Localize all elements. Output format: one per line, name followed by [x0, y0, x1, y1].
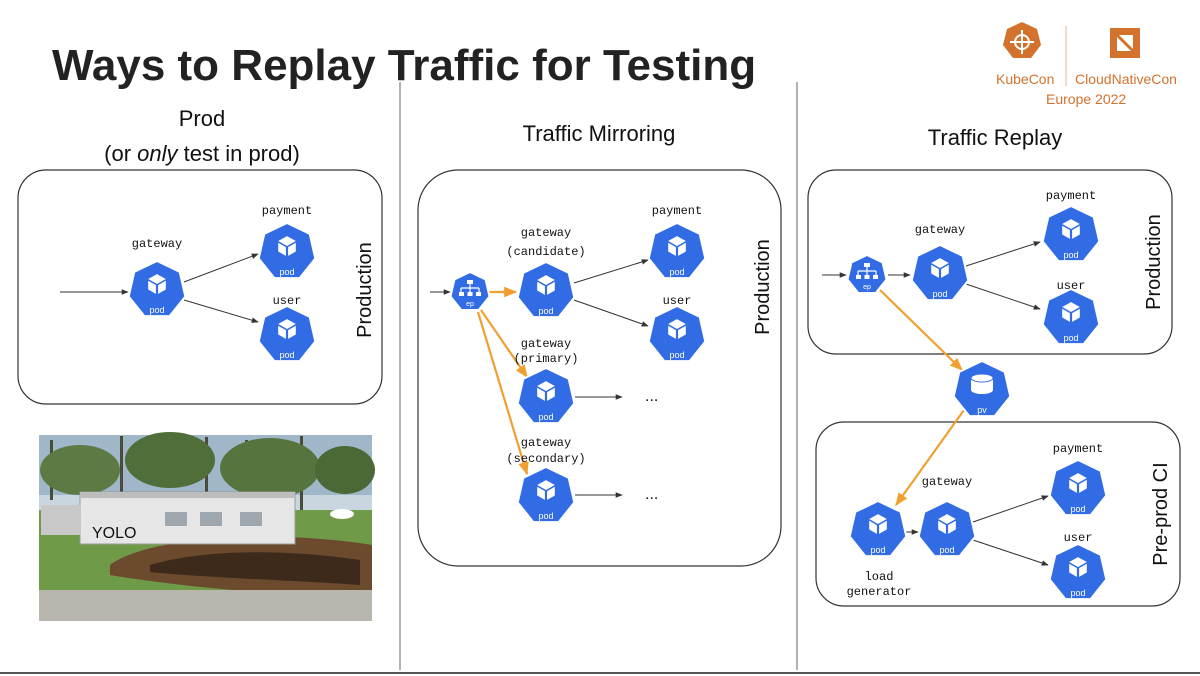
replay-gateway-label: gateway — [915, 223, 965, 237]
replay-loadgen-label-1: load — [865, 570, 894, 584]
disk-icon — [970, 373, 994, 394]
pod-icon: pod — [257, 304, 317, 363]
pod-icon: pod — [848, 499, 908, 558]
mirror-primary-label-1: gateway — [521, 337, 571, 351]
mirror-candidate-label-2: (candidate) — [506, 245, 585, 259]
replay-ci-user-label: user — [1064, 531, 1093, 545]
prod-gateway-label: gateway — [132, 237, 182, 251]
svg-text:pod: pod — [1063, 333, 1078, 343]
replay-gateway-to-user-arrow — [965, 283, 1041, 310]
svg-text:pod: pod — [279, 350, 294, 360]
replay-preprod-label: Pre-prod CI — [1150, 462, 1172, 565]
mirroring-production-box — [417, 169, 782, 567]
svg-text:pod: pod — [1070, 504, 1085, 514]
mirroring-production-label: Production — [752, 239, 774, 335]
replay-ci-gateway-label: gateway — [922, 475, 972, 489]
pod-icon: pod — [516, 260, 576, 319]
event-name: Europe 2022 — [1046, 91, 1126, 107]
svg-text:pod: pod — [669, 267, 684, 277]
mirror-payment-label: payment — [652, 204, 702, 218]
replay-loadgen-label-2: generator — [847, 585, 912, 599]
replay-pv-to-loadgen-arrow — [895, 409, 965, 507]
kubecon-text: KubeCon — [996, 71, 1054, 87]
yolo-photo: YOLO — [39, 432, 375, 621]
mirror-secondary-label-2: (secondary) — [506, 452, 585, 466]
prod-production-label: Production — [354, 242, 376, 338]
pod-icon: pod — [1048, 458, 1108, 517]
pod-icon: pod — [257, 221, 317, 280]
pod-icon: pod — [127, 259, 187, 318]
prod-heading-line2: (or only test in prod) — [104, 141, 300, 166]
ep-icon: ep — [449, 270, 491, 311]
replay-user-label: user — [1057, 279, 1086, 293]
mirror-candidate-label-1: gateway — [521, 226, 571, 240]
pod-icon: pod — [1048, 542, 1108, 601]
svg-text:pv: pv — [977, 405, 987, 415]
prod-gateway-to-payment-arrow — [183, 253, 259, 283]
cloudnativecon-text: CloudNativeCon — [1075, 71, 1177, 87]
prod-gateway-to-user-arrow — [183, 299, 259, 323]
pod-icon: pod — [516, 465, 576, 524]
svg-text:pod: pod — [939, 545, 954, 555]
ep-icon: ep — [846, 253, 888, 294]
kubecon-logo: KubeCon — [996, 22, 1054, 87]
svg-text:pod: pod — [279, 267, 294, 277]
svg-text:pod: pod — [149, 305, 164, 315]
slide-title: Ways to Replay Traffic for Testing — [52, 41, 756, 90]
replay-preprod-box — [815, 421, 1181, 607]
mirror-ep-to-primary-arrow — [480, 309, 528, 379]
mirror-secondary-label-1: gateway — [521, 436, 571, 450]
kubecon-helm-icon — [1003, 22, 1041, 58]
replay-gateway-to-payment-arrow — [965, 241, 1041, 267]
svg-text:pod: pod — [870, 545, 885, 555]
replay-production-box — [807, 169, 1173, 355]
mirror-user-label: user — [663, 294, 692, 308]
mirror-primary-ellipsis: ... — [645, 388, 658, 405]
prod-heading-line1: Prod — [179, 106, 225, 131]
pod-icon: pod — [516, 366, 576, 425]
prod-production-box — [17, 169, 383, 405]
mirror-secondary-ellipsis: ... — [645, 486, 658, 503]
mirror-candidate-to-payment-arrow — [573, 259, 649, 284]
pod-icon: pod — [647, 304, 707, 363]
svg-text:pod: pod — [538, 306, 553, 316]
svg-text:ep: ep — [863, 284, 871, 291]
yolo-caption: YOLO — [92, 525, 136, 542]
mirror-ep-to-secondary-arrow — [476, 311, 529, 476]
replay-ci-gateway-to-payment-arrow — [972, 495, 1049, 523]
svg-text:pod: pod — [1070, 588, 1085, 598]
pod-icon: pod — [1041, 287, 1101, 346]
prod-payment-label: payment — [262, 204, 312, 218]
replay-production-label: Production — [1143, 214, 1165, 310]
replay-ci-gateway-to-user-arrow — [972, 539, 1049, 566]
svg-text:pod: pod — [669, 350, 684, 360]
cloudnativecon-logo: CloudNativeCon — [1075, 28, 1177, 87]
mirroring-heading: Traffic Mirroring — [523, 121, 676, 146]
svg-text:pod: pod — [538, 511, 553, 521]
pod-icon: pod — [1041, 204, 1101, 263]
replay-ep-to-pv-arrow — [879, 289, 963, 371]
pod-icon: pod — [910, 243, 970, 302]
pv-icon: pv — [952, 359, 1012, 418]
replay-payment-label: payment — [1046, 189, 1096, 203]
replay-heading: Traffic Replay — [928, 125, 1063, 150]
prod-user-label: user — [273, 294, 302, 308]
svg-text:pod: pod — [1063, 250, 1078, 260]
svg-text:ep: ep — [466, 301, 474, 308]
pod-icon: pod — [917, 499, 977, 558]
cloudnativecon-icon — [1110, 28, 1140, 58]
mirror-primary-label-2: (primary) — [514, 352, 579, 366]
replay-ci-payment-label: payment — [1053, 442, 1103, 456]
svg-text:pod: pod — [932, 289, 947, 299]
mirror-candidate-to-user-arrow — [573, 299, 649, 327]
svg-text:pod: pod — [538, 412, 553, 422]
pod-icon: pod — [647, 221, 707, 280]
